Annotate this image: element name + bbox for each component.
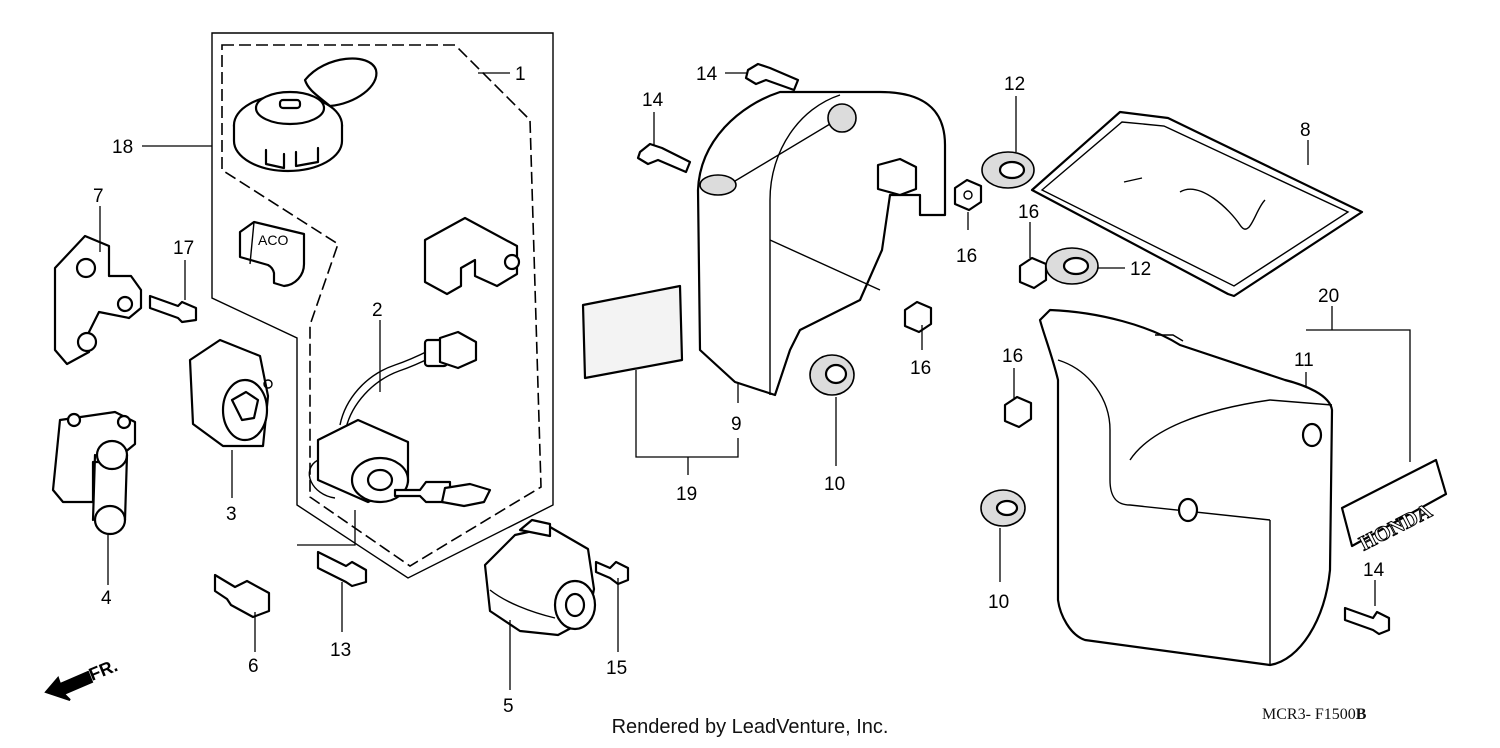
callout-14c: 14 (1363, 560, 1385, 581)
bolt-part-14-top (744, 62, 800, 92)
sheet-part-8 (1030, 110, 1364, 298)
leader-lines (99, 72, 1411, 690)
callout-11: 11 (1294, 350, 1314, 371)
bolt-part-13 (316, 550, 368, 588)
callout-2: 2 (372, 300, 383, 321)
callout-14a: 14 (696, 64, 718, 85)
callout-8: 8 (1300, 120, 1311, 141)
callout-15: 15 (606, 658, 627, 679)
key-part-6 (213, 573, 271, 619)
lock-cylinder-part-5 (483, 518, 597, 637)
callout-10a: 10 (824, 474, 845, 495)
callout-16a: 16 (956, 246, 977, 267)
callout-3: 3 (226, 504, 237, 525)
honda-emblem-part: HONDA (1340, 458, 1448, 556)
diagram-code: MCR3- F1500B (1262, 706, 1366, 724)
rendered-by-caption: Rendered by LeadVenture, Inc. (611, 716, 889, 738)
nut-part-16-a (953, 178, 983, 212)
lock-bracket-part (423, 216, 521, 296)
nut-part-16-d (1003, 395, 1033, 429)
switch-body-part (188, 338, 273, 448)
callout-4: 4 (101, 588, 112, 609)
diagram-code-text: MCR3- F1500 (1262, 706, 1356, 723)
callout-16b: 16 (1018, 202, 1039, 223)
callout-12b: 12 (1130, 259, 1151, 280)
diagram-code-suffix: B (1355, 706, 1367, 723)
callout-1: 1 (515, 64, 526, 85)
bolt-part-17 (148, 294, 198, 324)
ignition-switch-part (308, 330, 492, 508)
callout-18: 18 (112, 137, 133, 158)
callout-16d: 16 (1002, 346, 1023, 367)
bolt-part-14-bottom (1343, 606, 1391, 636)
callout-labels: 1 2 3 4 5 6 7 8 9 10 10 11 12 12 13 14 1… (93, 64, 1385, 717)
grommet-part-12-a (981, 151, 1035, 189)
lock-cap-part (232, 57, 378, 173)
bolt-part-14-left (636, 142, 692, 174)
front-direction-arrow: FR. (44, 655, 120, 701)
bracket-part-4 (51, 410, 137, 536)
callout-9: 9 (731, 414, 742, 435)
callout-6: 6 (248, 656, 259, 677)
outer-cover-part-11 (1038, 308, 1334, 667)
plate-part-7 (53, 234, 143, 366)
ignition-kit-outline (211, 32, 554, 579)
callout-14b: 14 (642, 90, 664, 111)
callout-10b: 10 (988, 592, 1009, 613)
grommet-part-10-b (980, 489, 1026, 527)
callout-7: 7 (93, 186, 104, 207)
inner-cover-part-9 (696, 90, 947, 397)
nut-part-16-b (1018, 256, 1048, 290)
screw-part-15 (594, 560, 630, 586)
callout-13: 13 (330, 640, 351, 661)
nut-part-16-c (903, 300, 933, 334)
svg-text:ACO: ACO (258, 232, 288, 248)
callout-17: 17 (173, 238, 194, 259)
front-arrow-label: FR. (86, 655, 120, 684)
callout-19: 19 (676, 484, 697, 505)
grommet-part-12-b (1045, 247, 1099, 285)
callout-20: 20 (1318, 286, 1339, 307)
callout-16c: 16 (910, 358, 931, 379)
lock-cylinder-small-part: ACO (238, 220, 306, 288)
callout-12a: 12 (1004, 74, 1025, 95)
label-sticker-part (581, 284, 684, 380)
grommet-part-10-a (809, 354, 855, 396)
callout-5: 5 (503, 696, 514, 717)
